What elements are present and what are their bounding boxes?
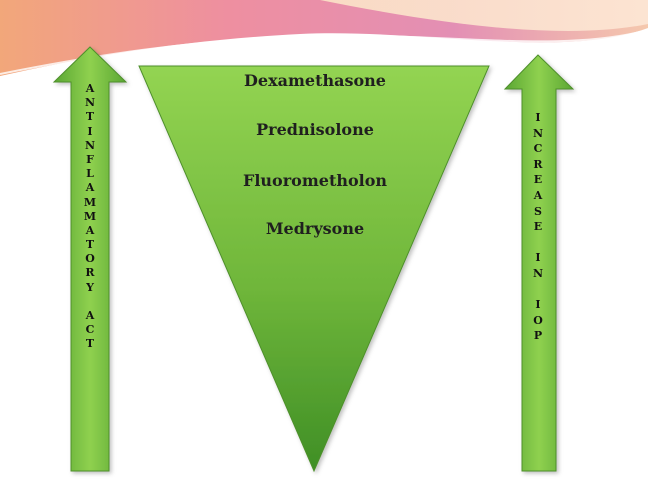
- letter: [531, 235, 545, 251]
- letter: O: [533, 313, 543, 327]
- letter: C: [85, 323, 95, 337]
- letter: M: [83, 195, 97, 209]
- letter: A: [85, 223, 95, 237]
- letter: N: [532, 266, 544, 280]
- letter: I: [535, 251, 541, 265]
- letter: N: [532, 126, 544, 140]
- drug-label: Prednisolone: [256, 120, 374, 139]
- letter: I: [535, 298, 541, 312]
- drug-label: Fluorometholon: [242, 171, 388, 190]
- letter: M: [83, 209, 97, 223]
- letter: O: [85, 252, 95, 266]
- letter: A: [85, 181, 95, 195]
- letter: F: [86, 152, 94, 166]
- inverted-triangle: [138, 65, 490, 473]
- letter: [531, 282, 545, 298]
- letter: E: [533, 220, 543, 234]
- letter: T: [85, 110, 95, 124]
- letter: N: [84, 96, 96, 110]
- letter: R: [85, 266, 95, 280]
- letter: Y: [86, 280, 94, 294]
- letter: P: [533, 329, 543, 343]
- letter: A: [85, 309, 95, 322]
- drug-label: Dexamethasone: [244, 71, 386, 90]
- letter: A: [533, 188, 543, 202]
- letter: I: [535, 111, 541, 124]
- right-up-arrow: [503, 54, 575, 472]
- letter: T: [85, 337, 95, 351]
- letter: R: [533, 157, 543, 171]
- letter: T: [85, 238, 95, 252]
- letter: A: [85, 82, 95, 95]
- letter: I: [87, 124, 93, 138]
- drug-label: Medrysone: [265, 219, 365, 238]
- letter: E: [533, 173, 543, 187]
- letter: C: [533, 142, 543, 156]
- letter: L: [86, 167, 94, 181]
- letter: N: [84, 138, 96, 152]
- letter: [83, 295, 97, 309]
- letter: S: [534, 204, 542, 218]
- left-up-arrow: [52, 46, 128, 472]
